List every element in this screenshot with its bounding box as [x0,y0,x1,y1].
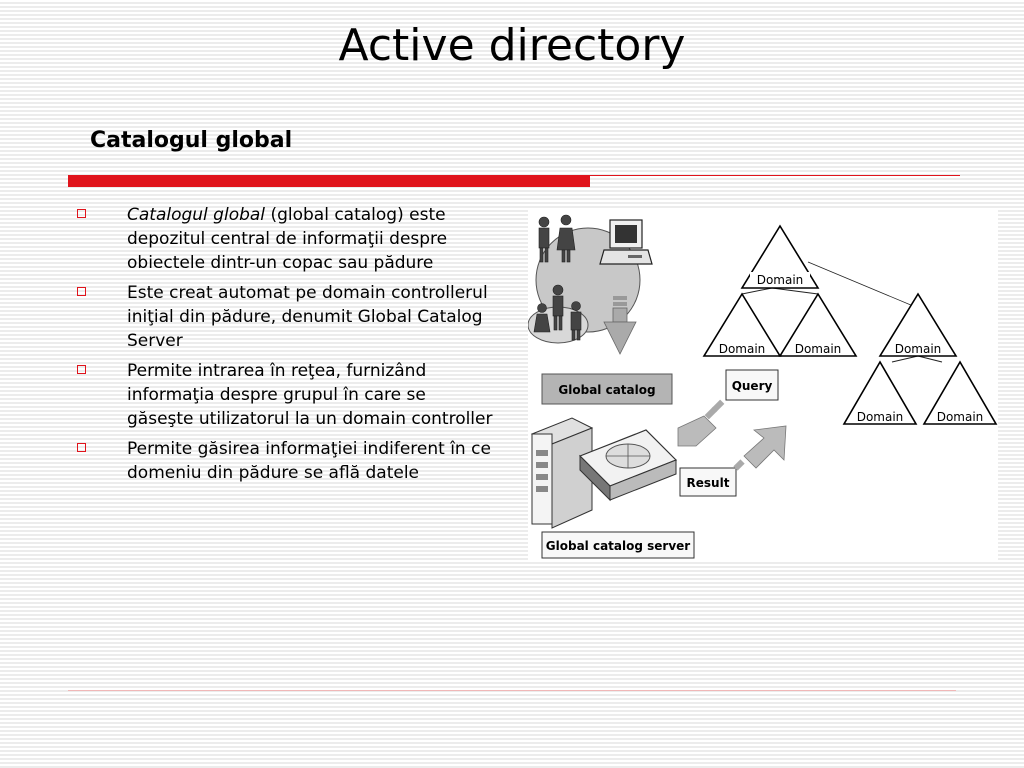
title-divider-thin [590,175,960,176]
down-arrow-icon [603,296,637,355]
domain-label: Domain [719,342,766,356]
slide-title: Active directory [338,20,686,71]
square-bullet-icon [77,287,86,296]
bullet-text: Permite intrarea în reţea, furnizând inf… [127,361,493,429]
global-catalog-server-label: Global catalog server [546,539,691,553]
title-divider-thick [68,175,590,187]
computer-icon [599,219,653,265]
diagram-svg: Global catalog Query [528,214,998,559]
bullet-text: Permite găsirea informaţiei indiferent î… [127,439,491,483]
domain-label: Domain [795,342,842,356]
global-catalog-label-box: Global catalog [541,373,673,405]
bullet-list: Catalogul global (global catalog) este d… [74,203,494,491]
result-box: Result [679,467,737,497]
bullet-item: Catalogul global (global catalog) este d… [74,203,494,275]
square-bullet-icon [77,365,86,374]
result-arrow-icon [733,425,787,471]
domain-triangle: Domain [842,360,918,425]
catalog-book-icon [578,429,678,502]
bullet-text: Este creat automat pe domain controlleru… [127,283,488,351]
square-bullet-icon [77,443,86,452]
result-label: Result [687,476,730,490]
domain-triangle: Domain [778,292,858,357]
domain-label: Domain [857,410,904,424]
query-label: Query [732,379,773,393]
domain-triangle: Domain [702,292,782,357]
domain-label: Domain [937,410,984,424]
footer-divider [68,690,956,691]
bullet-emphasis: Catalogul global [127,205,266,225]
domain-triangle: Domain [878,292,958,357]
server-icon [530,417,594,529]
global-catalog-label: Global catalog [558,383,655,397]
global-catalog-diagram: Global catalog Query [528,210,998,560]
domain-label: Domain [757,273,804,287]
domain-label: Domain [895,342,942,356]
bullet-item: Este creat automat pe domain controlleru… [74,281,494,353]
domain-triangle: Domain [922,360,998,425]
bullet-text: (global catalog) este depozitul central … [127,205,448,273]
domain-triangle: Domain [740,224,820,289]
global-catalog-server-box: Global catalog server [541,531,695,559]
domain-tree: Domain Domain Domain Domain Domain Domai… [702,224,998,425]
bullet-item: Permite intrarea în reţea, furnizând inf… [74,359,494,431]
bullet-item: Permite găsirea informaţiei indiferent î… [74,437,494,485]
square-bullet-icon [77,209,86,218]
slide-subtitle: Catalogul global [90,128,293,153]
query-box: Query [725,369,779,401]
query-arrow-icon [677,399,725,447]
